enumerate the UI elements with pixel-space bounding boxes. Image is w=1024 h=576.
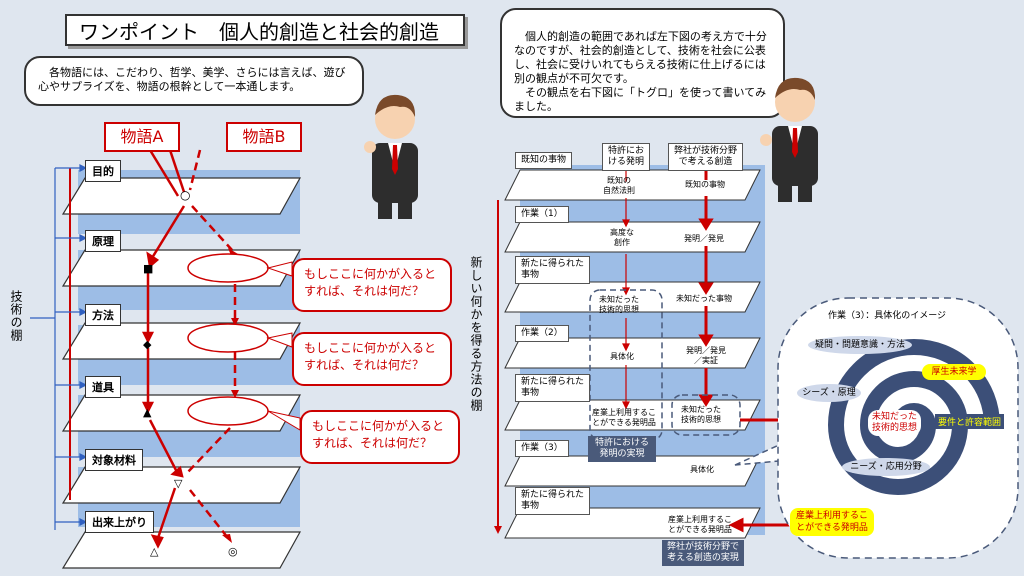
spiral-item-seeds: シーズ・原理 xyxy=(797,384,861,402)
spiral-item-product-text: 産業上利用するこ とができる発明品 xyxy=(795,511,868,533)
shelf-result xyxy=(61,531,302,569)
layer-label-method: 方法 xyxy=(85,304,121,326)
spiral-title: 作業（3）：具体化のイメージ xyxy=(828,311,947,321)
row-new-things-2: 新たに得られた 事物 xyxy=(515,374,591,402)
company-step-3: 未知だった事物 xyxy=(676,294,732,303)
row-known-things: 既知の事物 xyxy=(515,152,573,169)
row-work-2: 作業（2） xyxy=(515,325,569,342)
question-text-1: もしここに何かが入るとすれば、それは何だ？ xyxy=(304,267,437,298)
patent-step-5: 産業上利用するこ とができる発明品 xyxy=(592,408,656,428)
left-speech-bubble: 各物語には、こだわり、哲学、美学、さらには言えば、遊び心やサプライズを、物語の根… xyxy=(24,56,364,106)
patent-realization-text: 特許における 発明の実現 xyxy=(594,438,649,459)
story-b-label: 物語B xyxy=(226,122,302,152)
patent-step-1-text: 既知の 自然法則 xyxy=(603,176,635,195)
mark-triangle: ▲ xyxy=(143,406,152,419)
mark-triangle-result: △ xyxy=(150,545,159,558)
spiral-item-future: 厚生未来学 xyxy=(922,364,986,380)
col-head-patent: 特許にお ける発明 xyxy=(602,143,651,171)
spiral-item-question: 疑問・問題意識・方法 xyxy=(808,336,912,354)
story-b-text: 物語B xyxy=(242,127,286,146)
mark-square: ■ xyxy=(143,262,154,275)
spiral-item-needs: ニーズ・応用分野 xyxy=(842,458,930,476)
right-bubble-text: 個人的創造の範囲であれば左下図の考え方で十分なのですが、社会的創造として、技術を… xyxy=(514,30,767,113)
spiral-item-requirements: 要件と許容範囲 xyxy=(935,414,1005,429)
company-step-4-text: 発明／発見 ／実証 xyxy=(686,346,726,365)
row-work-3: 作業（3） xyxy=(515,440,569,457)
spiral-item-product: 産業上利用するこ とができる発明品 xyxy=(790,508,874,536)
tech-shelf-label: 技術の棚 xyxy=(9,290,23,342)
row-new-things-3: 新たに得られた 事物 xyxy=(515,487,591,515)
question-text-2: もしここに何かが入るとすれば、それは何だ？ xyxy=(304,341,437,372)
question-bubble-1: もしここに何かが入るとすれば、それは何だ？ xyxy=(292,258,452,312)
right-speech-bubble: 個人的創造の範囲であれば左下図の考え方で十分なのですが、社会的創造として、技術を… xyxy=(500,8,785,118)
company-step-7: 産業上利用するこ とができる発明品 xyxy=(668,515,732,535)
page-title: ワンポイント 個人的創造と社会的創造 xyxy=(65,14,465,46)
company-step-2: 発明／発見 xyxy=(684,234,724,243)
patent-step-5-text: 産業上利用するこ とができる発明品 xyxy=(592,408,656,427)
spiral-item-unknown-text: 未知だった 技術的思想 xyxy=(872,412,918,433)
mark-diamond: ◆ xyxy=(143,338,152,351)
patent-step-4: 具体化 xyxy=(610,352,634,361)
company-step-4: 発明／発見 ／実証 xyxy=(686,346,726,366)
question-text-3: もしここに何かが入るとすれば、それは何だ？ xyxy=(312,419,445,450)
row-new-things-2-text: 新たに得られた 事物 xyxy=(521,377,585,398)
col-head-company-text: 弊社が技術分野 で考える創造 xyxy=(674,146,738,167)
layer-label-tool: 道具 xyxy=(85,376,121,398)
mark-double-circle: ◎ xyxy=(228,545,238,558)
businessman-left-icon xyxy=(364,94,418,219)
patent-realization-label: 特許における 発明の実現 xyxy=(588,436,656,462)
layer-label-material: 対象材料 xyxy=(85,449,143,471)
company-step-6: 具体化 xyxy=(690,465,714,474)
col-head-company: 弊社が技術分野 で考える創造 xyxy=(668,143,744,171)
mark-circle: ○ xyxy=(180,188,191,202)
patent-step-2: 高度な 創作 xyxy=(610,228,634,248)
company-step-5: 未知だった 技術的思想 xyxy=(681,405,721,425)
mark-down-triangle: ▽ xyxy=(174,477,183,490)
patent-step-1: 既知の 自然法則 xyxy=(603,176,635,196)
story-a-text: 物語A xyxy=(120,127,164,146)
left-layer-diagram xyxy=(30,149,302,569)
company-realization-text: 弊社が技術分野で 考える創造の実現 xyxy=(666,542,739,563)
question-bubble-3: もしここに何かが入るとすれば、それは何だ？ xyxy=(300,410,460,464)
col-head-patent-text: 特許にお ける発明 xyxy=(608,146,645,167)
patent-step-3-text: 未知だった 技術的思想 xyxy=(599,295,639,314)
left-bubble-text: 各物語には、こだわり、哲学、美学、さらには言えば、遊び心やサプライズを、物語の根… xyxy=(38,66,346,93)
question-bubble-2: もしここに何かが入るとすれば、それは何だ？ xyxy=(292,332,452,386)
company-realization-label: 弊社が技術分野で 考える創造の実現 xyxy=(662,540,744,566)
new-method-shelf-label: 新しい何かを得る方法の棚 xyxy=(469,256,483,412)
row-new-things-1-text: 新たに得られた 事物 xyxy=(521,259,585,280)
row-new-things-3-text: 新たに得られた 事物 xyxy=(521,490,585,511)
spiral-item-unknown: 未知だった 技術的思想 xyxy=(868,410,922,436)
layer-label-principle: 原理 xyxy=(85,230,121,252)
company-step-7-text: 産業上利用するこ とができる発明品 xyxy=(668,515,732,534)
layer-label-purpose: 目的 xyxy=(85,160,121,182)
company-step-1: 既知の事物 xyxy=(685,180,725,189)
businessman-right-icon xyxy=(760,77,818,202)
patent-step-3: 未知だった 技術的思想 xyxy=(599,295,639,315)
company-step-5-text: 未知だった 技術的思想 xyxy=(681,405,721,424)
layer-label-result: 出来上がり xyxy=(85,511,154,533)
row-work-1: 作業（1） xyxy=(515,206,569,223)
story-a-label: 物語A xyxy=(104,122,180,152)
patent-step-2-text: 高度な 創作 xyxy=(610,228,634,247)
row-new-things-1: 新たに得られた 事物 xyxy=(515,256,591,284)
